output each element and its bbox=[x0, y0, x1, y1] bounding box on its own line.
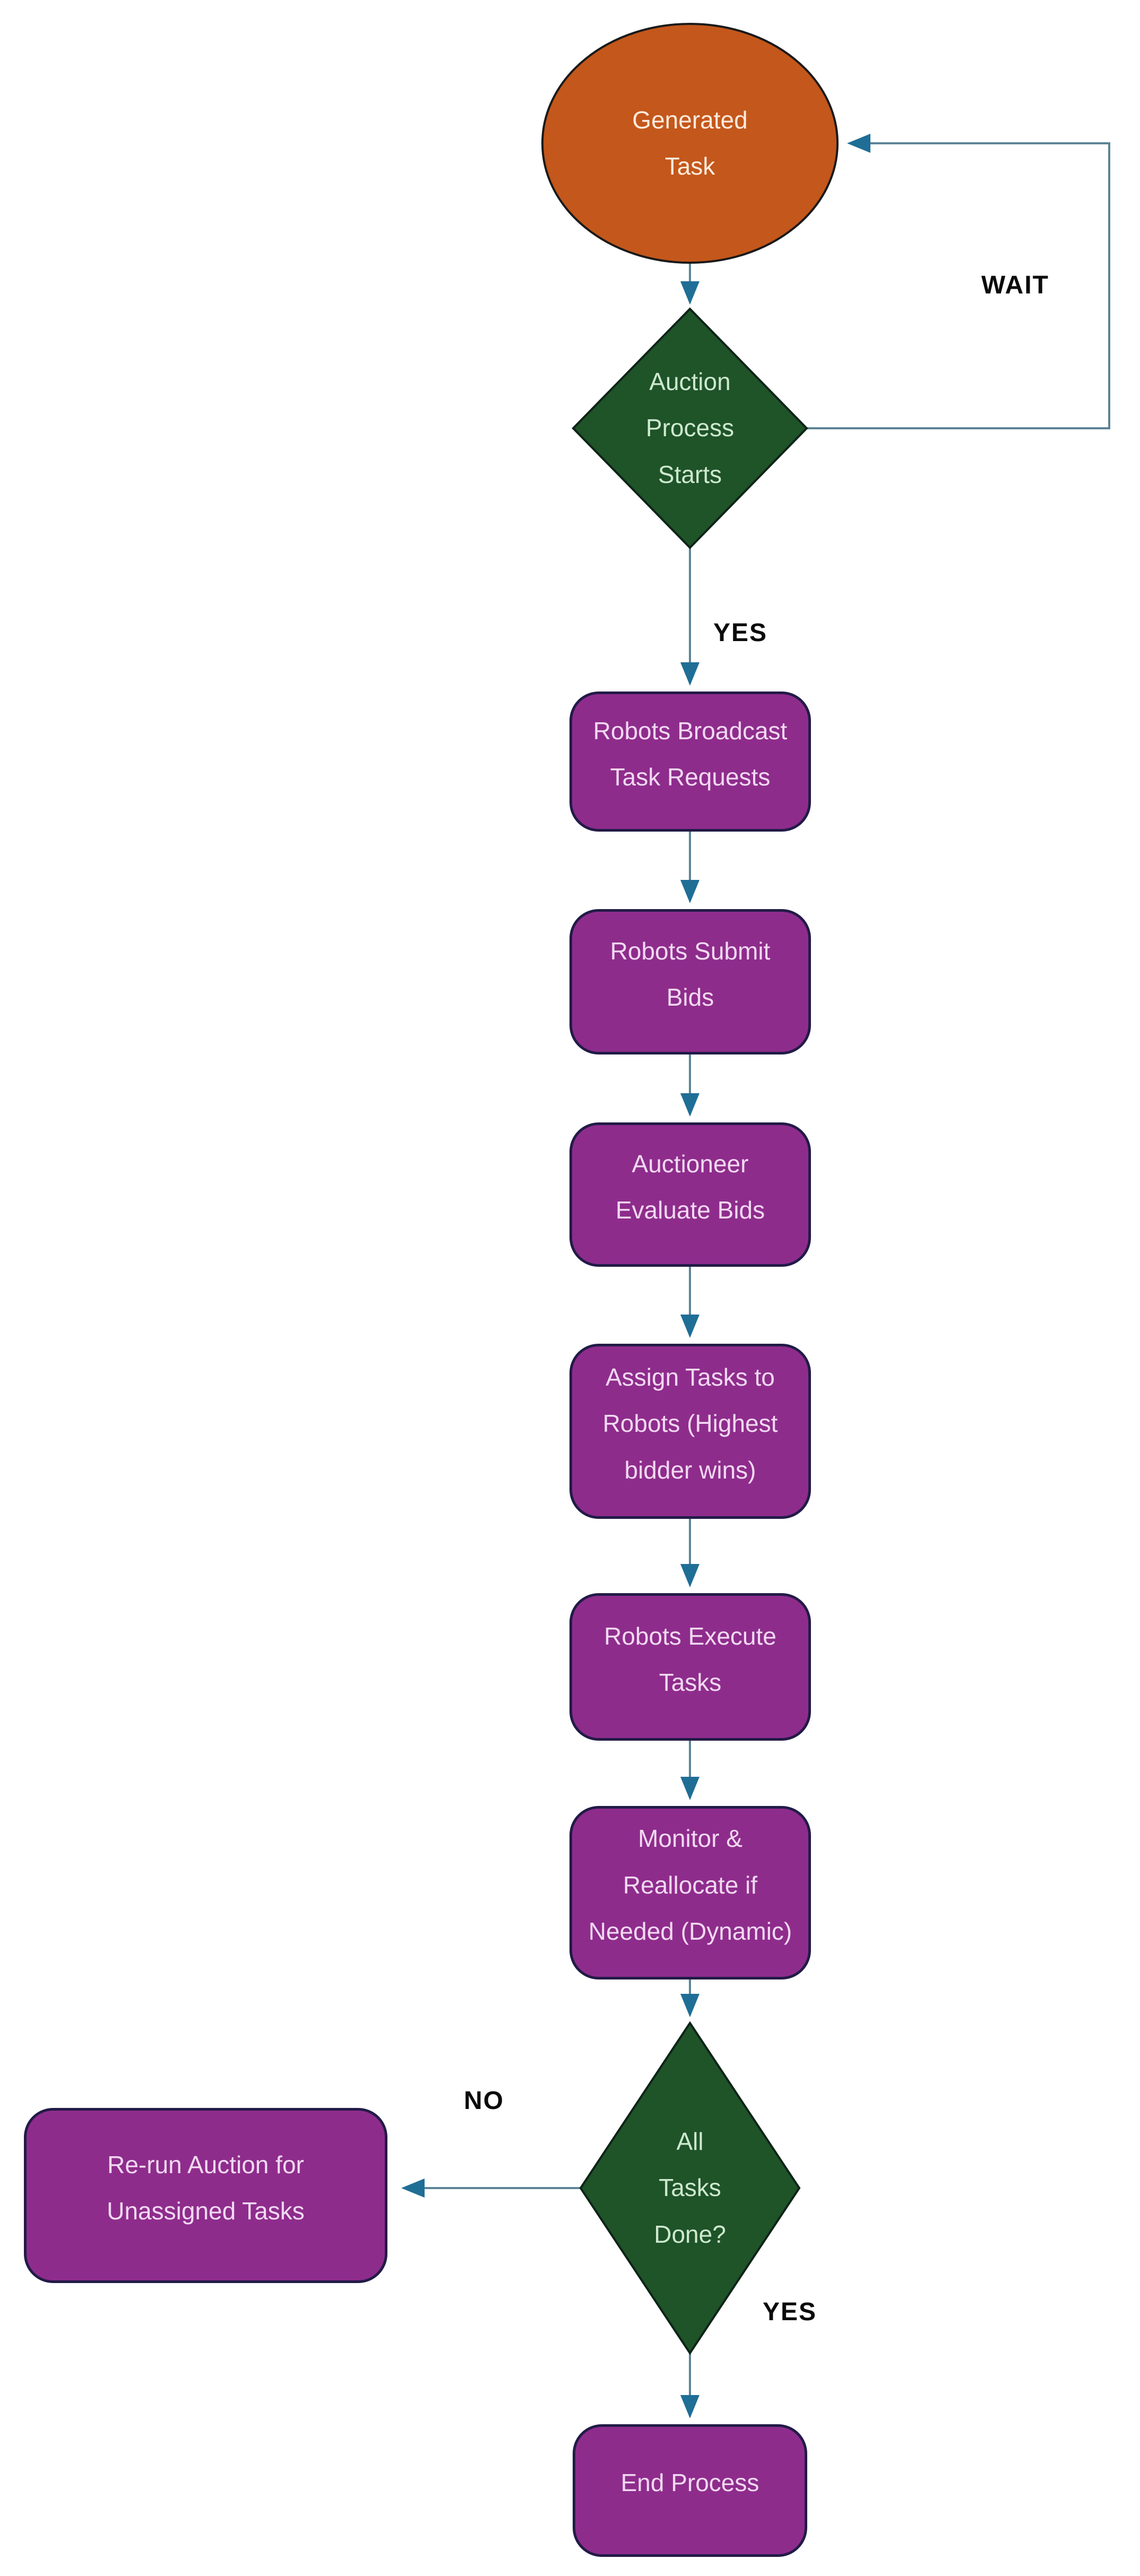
process-assign-tasks: Assign Tasks to Robots (Highest bidder w… bbox=[569, 1344, 811, 1519]
all-done-decision-diamond bbox=[579, 2021, 801, 2355]
process-rerun-auction: Re-run Auction for Unassigned Tasks bbox=[24, 2108, 387, 2283]
process-end: End Process bbox=[573, 2424, 807, 2557]
process-broadcast-task-requests: Robots Broadcast Task Requests bbox=[569, 691, 811, 832]
edge-label-no: NO bbox=[464, 2086, 504, 2115]
edge-label-wait: WAIT bbox=[981, 271, 1049, 299]
process-auctioneer-evaluate-bids: Auctioneer Evaluate Bids bbox=[569, 1122, 811, 1267]
auction-decision-diamond bbox=[572, 307, 808, 549]
edge-label-yes-auction: YES bbox=[713, 618, 768, 647]
edge-label-yes-done: YES bbox=[762, 2297, 817, 2326]
connector-wait-feedback bbox=[807, 134, 1110, 429]
process-monitor-reallocate: Monitor & Reallocate if Needed (Dynamic) bbox=[569, 1806, 811, 1979]
process-robots-execute-tasks: Robots Execute Tasks bbox=[569, 1593, 811, 1741]
start-ellipse bbox=[541, 23, 839, 264]
process-robots-submit-bids: Robots Submit Bids bbox=[569, 909, 811, 1054]
